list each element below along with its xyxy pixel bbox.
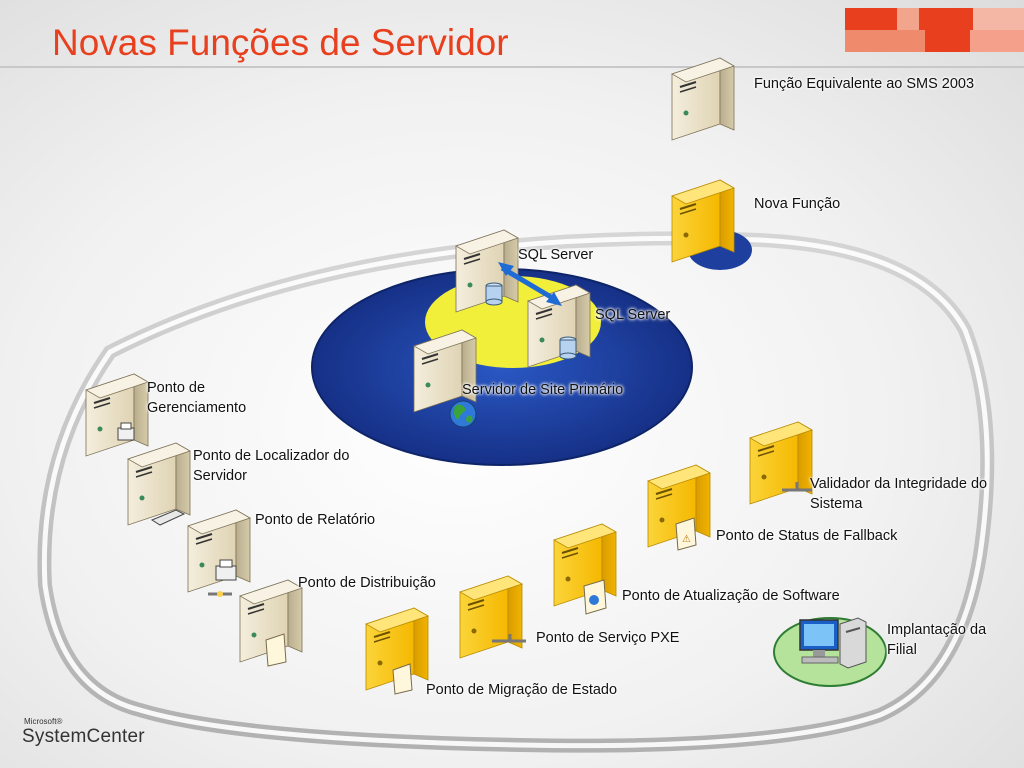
network-port-icon: [492, 634, 526, 643]
database-icon: [559, 336, 577, 360]
state-migration-point-label: Ponto de Migração de Estado: [426, 682, 618, 698]
reporting-point-label: Ponto de Relatório: [255, 512, 376, 528]
legend-equivalent-label: Função Equivalente ao SMS 2003: [754, 76, 975, 92]
primary-site-server-label: Servidor de Site Primário: [462, 382, 624, 398]
warning-document-icon: ⚠: [675, 517, 697, 551]
network-port-icon: [208, 591, 232, 597]
database-icon: [485, 282, 503, 306]
network-port-icon: [782, 482, 812, 492]
pxe-service-point-server-icon: [459, 575, 523, 659]
legend-old-server-icon: [671, 57, 735, 141]
server-locator-point-label: Ponto de Localizador do Servidor: [193, 448, 350, 484]
update-document-icon: [583, 579, 607, 615]
legend-new-label: Nova Função: [754, 196, 841, 212]
replication-arrow-icon: [498, 262, 562, 306]
page-title: Novas Funções de Servidor: [52, 22, 509, 63]
system-health-validator-label: Validador da Integridade do Sistema: [810, 476, 988, 512]
software-update-point-label: Ponto de Atualização de Software: [622, 588, 840, 604]
branch-deployment-label: Implantação da Filial: [887, 622, 987, 658]
document-icon: [265, 633, 287, 667]
brand-tiles: [845, 8, 1024, 52]
system-health-validator-server-icon: [749, 421, 813, 505]
brand-microsoft: Microsoft®: [24, 717, 63, 726]
printer-icon: [215, 559, 237, 581]
keyboard-icon: [150, 509, 186, 526]
pxe-service-point-label: Ponto de Serviço PXE: [536, 630, 680, 646]
sql-server-label: SQL Server: [518, 247, 594, 263]
printer-icon: [117, 422, 135, 441]
title-divider: [0, 66, 1024, 68]
management-point-label: Ponto de Gerenciamento: [147, 380, 247, 416]
distribution-point-label: Ponto de Distribuição: [298, 575, 436, 591]
globe-icon: [449, 400, 477, 428]
document-icon: [392, 663, 413, 695]
brand-logo: SystemCenter: [22, 726, 145, 747]
sql-server-label: SQL Server: [595, 307, 671, 323]
fallback-status-point-label: Ponto de Status de Fallback: [716, 528, 898, 544]
svg-text:⚠: ⚠: [682, 534, 691, 545]
branch-computer-icon: [799, 617, 867, 669]
